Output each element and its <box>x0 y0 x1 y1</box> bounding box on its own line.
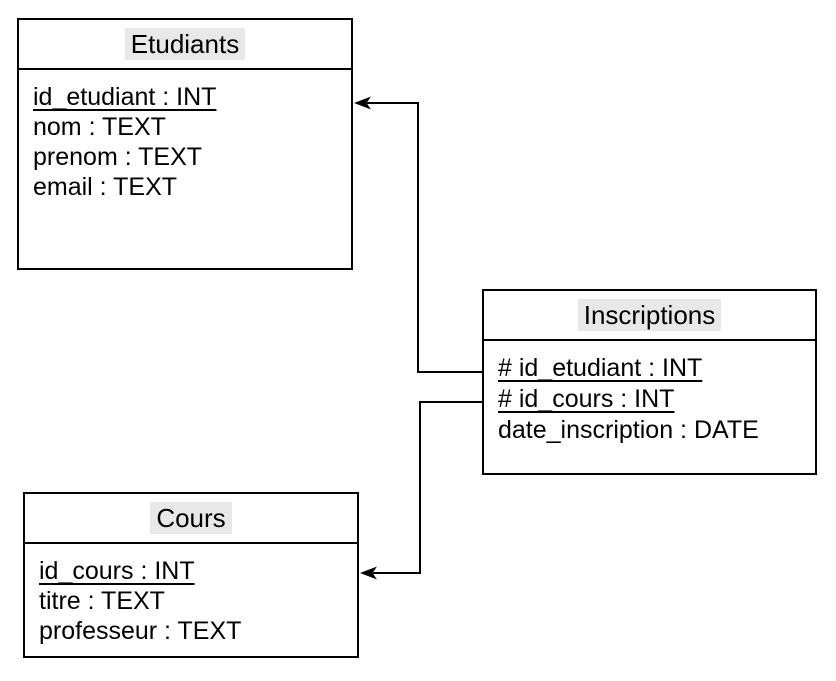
entity-cours-title: Cours <box>150 501 232 535</box>
attribute-row: professeur : TEXT <box>39 617 242 645</box>
connector-inscriptions-etudiants <box>354 96 482 373</box>
attribute-row: id_etudiant : INT <box>33 83 217 111</box>
entity-etudiants-title: Etudiants <box>124 27 246 61</box>
arrowhead-icon <box>354 96 371 110</box>
entity-inscriptions: Inscriptions # id_etudiant : INT # id_co… <box>482 289 817 475</box>
attribute-row: titre : TEXT <box>39 587 165 615</box>
attribute-row: # id_etudiant : INT <box>498 354 703 382</box>
connector-inscriptions-cours <box>360 401 482 580</box>
entity-cours-header: Cours <box>25 494 357 544</box>
entity-etudiants: Etudiants id_etudiant : INT nom : TEXT p… <box>17 18 353 270</box>
entity-inscriptions-attributes: # id_etudiant : INT # id_cours : INT dat… <box>484 341 815 446</box>
arrowhead-icon <box>360 566 377 580</box>
entity-etudiants-header: Etudiants <box>19 20 351 70</box>
entity-inscriptions-title: Inscriptions <box>577 298 722 332</box>
entity-etudiants-attributes: id_etudiant : INT nom : TEXT prenom : TE… <box>19 70 351 202</box>
attribute-row: id_cours : INT <box>39 557 195 585</box>
attribute-row: # id_cours : INT <box>498 385 675 413</box>
entity-cours: Cours id_cours : INT titre : TEXT profes… <box>23 492 359 658</box>
attribute-row: nom : TEXT <box>33 113 166 141</box>
entity-cours-attributes: id_cours : INT titre : TEXT professeur :… <box>25 544 357 646</box>
entity-inscriptions-header: Inscriptions <box>484 291 815 341</box>
attribute-row: prenom : TEXT <box>33 143 203 171</box>
attribute-row: date_inscription : DATE <box>498 416 759 444</box>
attribute-row: email : TEXT <box>33 173 178 201</box>
